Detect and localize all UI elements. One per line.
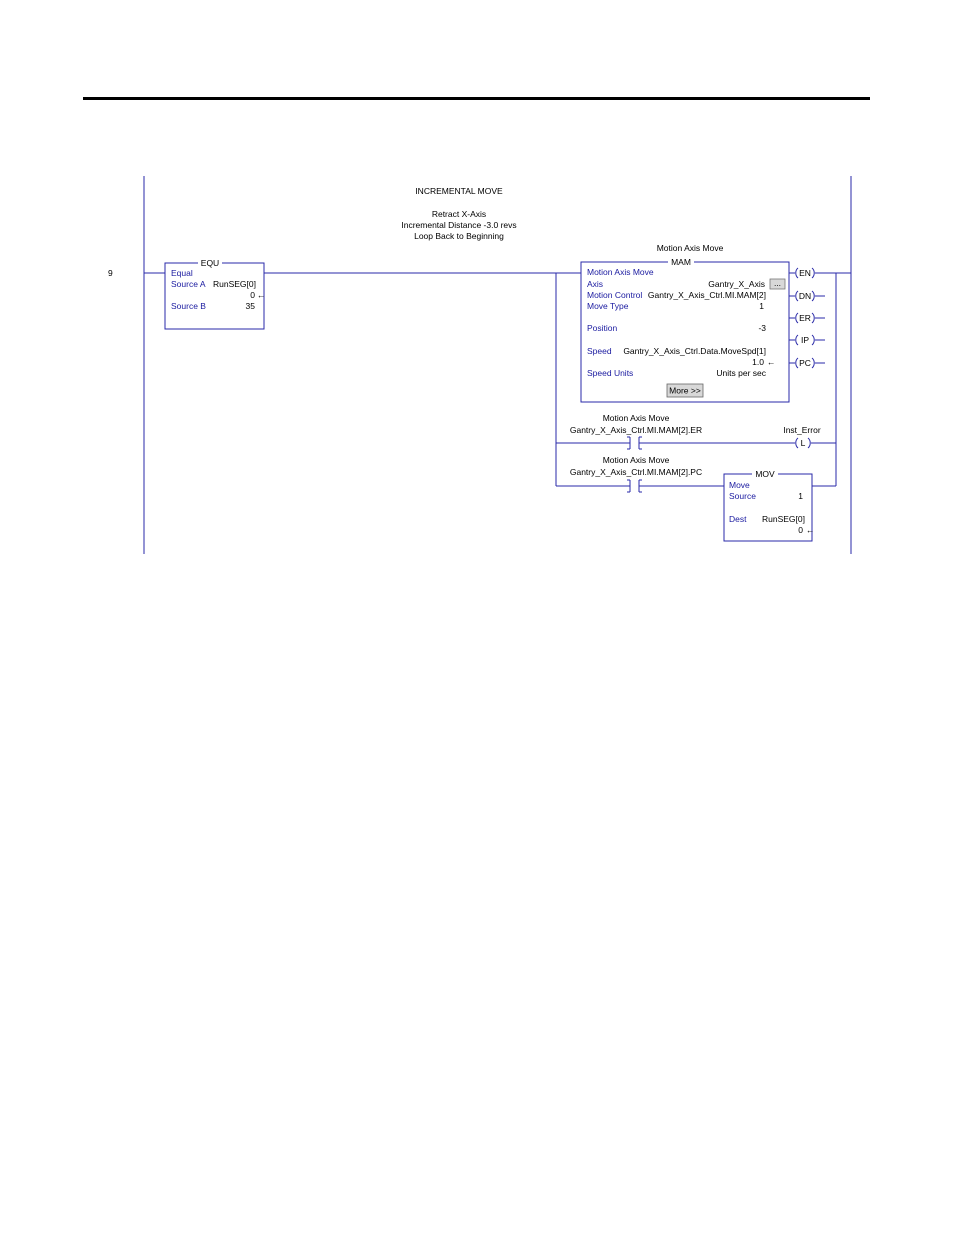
mam-name: MAM [671, 257, 691, 267]
mov-description: Move [729, 480, 750, 490]
axis-browse-button[interactable]: ... [769, 278, 786, 290]
comment-line-1: Retract X-Axis [432, 209, 486, 219]
value-arrow-icon: ← [806, 525, 815, 535]
mam-speed-units-value: Units per sec [716, 368, 766, 378]
value-arrow-icon: ← [257, 290, 266, 300]
mov-dest-tag: RunSEG[0] [762, 514, 805, 524]
mov-dest-label: Dest [729, 514, 747, 524]
equ-box [164, 262, 265, 330]
more-button[interactable]: More >> [666, 383, 704, 398]
branch-er-caption: Motion Axis Move [603, 413, 670, 423]
branch-pc-contact-tag: Gantry_X_Axis_Ctrl.MI.MAM[2].PC [570, 467, 702, 477]
output-er: ER [799, 313, 811, 323]
mam-axis-value: Gantry_X_Axis [708, 279, 765, 289]
mam-speed-value: 1.0 [752, 357, 764, 367]
output-en: EN [799, 268, 811, 278]
mov-dest-value: 0 [798, 525, 803, 535]
output-ip: IP [801, 335, 809, 345]
mam-outputs: EN DN ER IP PC [789, 267, 825, 369]
equ-source-a-tag: RunSEG[0] [213, 279, 256, 289]
mov-name: MOV [755, 469, 775, 479]
mam-position-value: -3 [758, 323, 766, 333]
rung-comment: INCREMENTAL MOVE Retract X-Axis Incremen… [401, 186, 516, 241]
comment-title: INCREMENTAL MOVE [415, 186, 503, 196]
svg-text:L: L [801, 438, 806, 448]
comment-line-3: Loop Back to Beginning [414, 231, 504, 241]
mov-box [723, 473, 813, 542]
mam-move-type-label: Move Type [587, 301, 629, 311]
mam-speed-units-label: Speed Units [587, 368, 633, 378]
comment-line-2: Incremental Distance -3.0 revs [401, 220, 516, 230]
mam-axis-label: Axis [587, 279, 603, 289]
svg-text:More >>: More >> [669, 386, 701, 396]
equ-name: EQU [201, 258, 219, 268]
equ-source-a-value: 0 [250, 290, 255, 300]
mov-instruction[interactable]: MOV Move Source 1 Dest RunSEG[0] 0 ← [723, 469, 815, 542]
branch-er: Motion Axis Move Gantry_X_Axis_Ctrl.MI.M… [556, 413, 836, 450]
equ-description: Equal [171, 268, 193, 278]
equ-source-b-label: Source B [171, 301, 206, 311]
value-arrow-icon: ← [767, 357, 776, 367]
mam-move-type-value: 1 [759, 301, 764, 311]
equ-source-a-label: Source A [171, 279, 206, 289]
branch-er-contact-tag: Gantry_X_Axis_Ctrl.MI.MAM[2].ER [570, 425, 702, 435]
output-dn: DN [799, 291, 811, 301]
mov-source-value: 1 [798, 491, 803, 501]
equ-instruction[interactable]: EQU Equal Source A RunSEG[0] 0 ← Source … [164, 258, 266, 330]
mam-position-label: Position [587, 323, 618, 333]
header-rule [83, 97, 870, 100]
output-pc: PC [799, 358, 811, 368]
mov-source-label: Source [729, 491, 756, 501]
mam-speed-label: Speed [587, 346, 612, 356]
mam-caption: Motion Axis Move [657, 243, 724, 253]
mam-motion-control-label: Motion Control [587, 290, 642, 300]
mam-speed-tag: Gantry_X_Axis_Ctrl.Data.MoveSpd[1] [623, 346, 766, 356]
inst-error-latch-coil[interactable]: L [795, 437, 811, 449]
equ-source-b-value: 35 [246, 301, 256, 311]
mam-box [580, 261, 790, 403]
mam-description: Motion Axis Move [587, 267, 654, 277]
rung-number: 9 [108, 268, 113, 278]
mam-instruction[interactable]: MAM Motion Axis Move Axis Gantry_X_Axis … [580, 257, 790, 403]
branch-pc-caption: Motion Axis Move [603, 455, 670, 465]
mam-motion-control-value: Gantry_X_Axis_Ctrl.MI.MAM[2] [648, 290, 766, 300]
branch-pc: Motion Axis Move Gantry_X_Axis_Ctrl.MI.M… [556, 455, 836, 493]
branch-er-coil-tag: Inst_Error [783, 425, 820, 435]
svg-text:...: ... [774, 278, 781, 288]
